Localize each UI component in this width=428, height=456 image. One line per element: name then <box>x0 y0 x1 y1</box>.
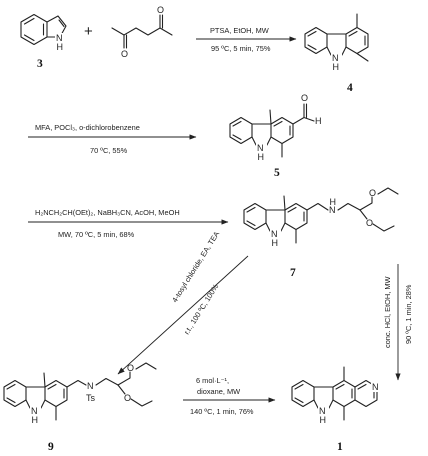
hexanedione-o1: O <box>121 49 128 59</box>
step2-conditions: 70 ºC, 55% <box>90 146 128 155</box>
step6-conditions: 140 ºC, 1 min, 76% <box>190 407 254 416</box>
c7-o1-label: O <box>369 188 376 198</box>
reaction-step-2: MFA, POCl₃, o-dichlorobenzene 70 ºC, 55% <box>28 123 197 155</box>
reaction-step-5: conc. HCl, EtOH, MW 90 ºC, 1 min, 28% <box>383 264 413 381</box>
compound-7-amine: N H N H O O 7 <box>243 187 399 279</box>
c5-n-label: N <box>257 143 264 153</box>
step6-reagents-line2: dioxane, MW <box>197 387 240 396</box>
step1-conditions: 95 ºC, 5 min, 75% <box>211 44 271 53</box>
c9-h-label: H <box>32 415 39 425</box>
step6-reagents-line1: 6 mol·L⁻¹, <box>196 376 229 385</box>
c1-h-label: H <box>320 415 327 425</box>
compound-5-aldehyde: N H O H 5 <box>229 93 322 179</box>
compound-1-label: 1 <box>337 441 343 453</box>
indole-n-label: N <box>56 33 63 43</box>
step5-reagents: conc. HCl, EtOH, MW <box>383 277 392 348</box>
c9-o2-label: O <box>124 393 131 403</box>
c9-o1-label: O <box>127 363 134 373</box>
compound-9-label: 9 <box>48 441 54 453</box>
c7-o2-label: O <box>366 218 373 228</box>
compound-4-carbazole: N H 4 <box>304 13 369 94</box>
c7-amine-h-label: H <box>330 197 337 207</box>
reaction-step-6: 6 mol·L⁻¹, dioxane, MW 140 ºC, 1 min, 76… <box>183 376 276 416</box>
step4-conditions: r.t., 100 ºC, 100% <box>182 282 220 336</box>
c7-n-label: N <box>271 229 278 239</box>
indole-h-label: H <box>57 42 64 52</box>
c4-h-label: H <box>333 62 340 72</box>
compound-hexanedione: O O <box>111 5 173 59</box>
reaction-step-3: H₂NCH₂CH(OEt)₂, NaBH₃CN, AcOH, MeOH MW, … <box>28 208 229 239</box>
reaction-step-4: 4-tosyl chloride, EA, TEA r.t., 100 ºC, … <box>117 230 249 375</box>
c5-h-label: H <box>258 152 265 162</box>
c9-n-label: N <box>31 406 38 416</box>
compound-9-tosylamide: N H N Ts O O 9 <box>3 362 157 453</box>
step3-reagents: H₂NCH₂CH(OEt)₂, NaBH₃CN, AcOH, MeOH <box>35 208 180 217</box>
c5-o-label: O <box>301 93 308 103</box>
c1-pyridine-n-label: N <box>372 382 379 392</box>
compound-3-label: 3 <box>37 58 43 70</box>
compound-5-label: 5 <box>274 167 280 179</box>
step2-reagents: MFA, POCl₃, o-dichlorobenzene <box>35 123 140 132</box>
hexanedione-o2: O <box>157 5 164 15</box>
c4-n-label: N <box>332 53 339 63</box>
compound-4-label: 4 <box>347 82 353 94</box>
c1-n-label: N <box>319 406 326 416</box>
c7-amine-n-label: N <box>329 205 336 215</box>
c9-ts-label: Ts <box>86 393 96 403</box>
reaction-step-1: PTSA, EtOH, MW 95 ºC, 5 min, 75% <box>196 26 297 53</box>
compound-1-ellipticine: N N H 1 <box>291 366 382 453</box>
plus-sign: + <box>84 23 93 40</box>
c7-h-label: H <box>272 238 279 248</box>
compound-7-label: 7 <box>290 267 296 279</box>
c9-amide-n-label: N <box>87 381 94 391</box>
compound-3-indole: N H 3 <box>20 13 67 70</box>
step1-reagents: PTSA, EtOH, MW <box>210 26 269 35</box>
c5-aldehyde-h-label: H <box>315 116 322 126</box>
step5-conditions: 90 ºC, 1 min, 28% <box>404 284 413 344</box>
step3-conditions: MW, 70 ºC, 5 min, 68% <box>58 230 135 239</box>
